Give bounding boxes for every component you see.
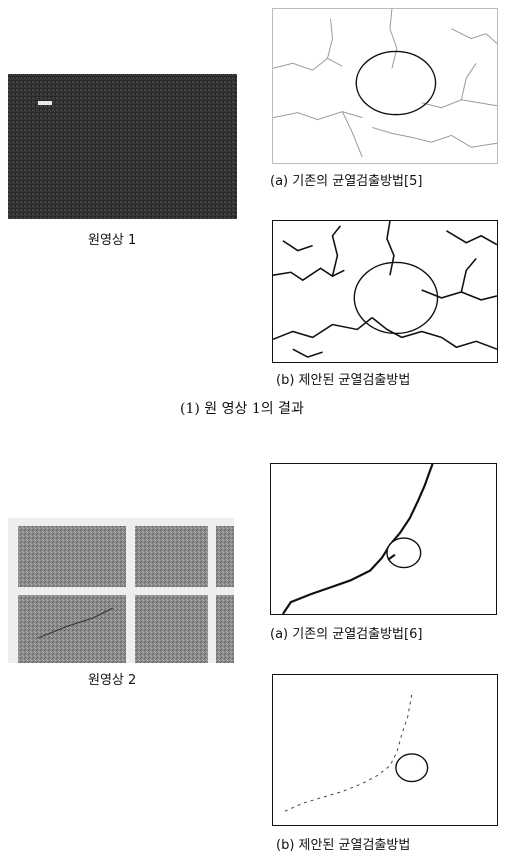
caption-result-1a: (a) 기존의 균열검출방법[5] xyxy=(270,174,423,189)
result-image-1b xyxy=(272,220,498,363)
highlight-ellipse xyxy=(355,50,437,116)
caption-original-1: 원영상 1 xyxy=(88,233,137,248)
original-image-1 xyxy=(8,74,237,219)
result-image-2b xyxy=(272,674,498,826)
highlight-mark xyxy=(38,101,52,105)
caption-original-2: 원영상 2 xyxy=(88,673,137,688)
original-image-2 xyxy=(8,518,234,663)
caption-result-2a: (a) 기존의 균열검출방법[6] xyxy=(270,627,423,642)
caption-result-2b: (b) 제안된 균열검출방법 xyxy=(276,838,411,853)
result-image-2a xyxy=(270,463,497,615)
highlight-ellipse xyxy=(353,261,439,335)
section-caption-1: (1) 원 영상 1의 결과 xyxy=(180,401,304,417)
result-image-1a xyxy=(272,8,498,164)
caption-result-1b: (b) 제안된 균열검출방법 xyxy=(276,373,411,388)
highlight-ellipse xyxy=(386,537,422,569)
highlight-ellipse xyxy=(395,753,429,783)
